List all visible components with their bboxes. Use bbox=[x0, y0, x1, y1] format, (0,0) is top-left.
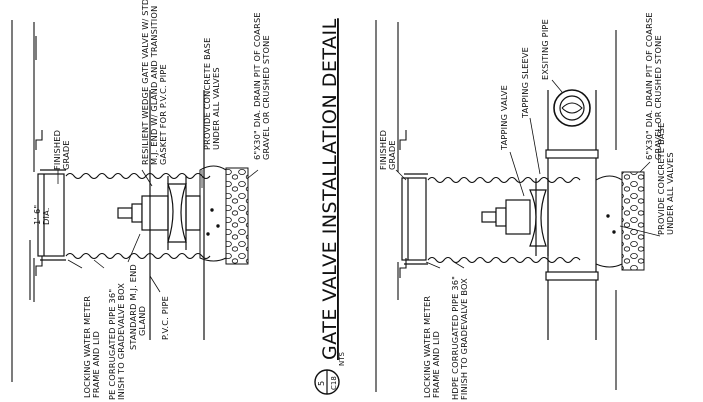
right-drain-pit-gravel bbox=[621, 171, 645, 271]
left-corr-pipe-label: PE CORRUGATED PIPE 36"INISH TO GRADEVALV… bbox=[107, 283, 126, 400]
left-mj-end-label: STANDARD M.J. ENDGLAND bbox=[128, 264, 147, 350]
right-corr-pipe-label: HDPE CORRUGATED PIPE 36"FINISH TO GRADEV… bbox=[450, 276, 469, 400]
right-tapping-valve bbox=[481, 178, 549, 256]
left-gate-valve-label: RESILIENT WEDGE GATE VALVE W/ STDM.J. EN… bbox=[140, 0, 168, 165]
right-finished-grade-label: FINISHEDGRADE bbox=[378, 130, 397, 170]
detail-sheet: C18 bbox=[330, 376, 338, 390]
title-block: 5 C18 NTS GATE VALVE INSTALLATION DETAIL bbox=[314, 18, 346, 395]
left-concrete-base-label: PROVIDE CONCRETE BASEUNDER ALL VALVES bbox=[202, 38, 221, 150]
right-leaders bbox=[395, 79, 661, 269]
right-grade-lines bbox=[375, 20, 407, 392]
right-corrugated-pipe bbox=[427, 176, 581, 264]
tapping-sleeve-label: TAPPING SLEEVE bbox=[520, 47, 530, 119]
left-labels: FINISHEDGRADE 1'-6"DIA. RESILIENT WEDGE … bbox=[32, 0, 271, 400]
right-drain-pit-label: 6"X30" DIA. DRAIN PIT OF COARSEGRAVEL OR… bbox=[644, 12, 663, 160]
existing-pipe-section bbox=[553, 89, 591, 127]
left-gate-valve bbox=[117, 176, 201, 250]
right-concrete-base-label: PROVIDE CONCRETE BASEUNDER ALL VALVES bbox=[656, 123, 675, 235]
detail-number: 5 bbox=[316, 381, 326, 386]
right-concrete-base bbox=[595, 175, 623, 268]
left-finished-grade-label: FINISHEDGRADE bbox=[52, 130, 71, 170]
tapping-valve-label: TAPPING VALVE bbox=[499, 85, 509, 151]
left-grade-lines bbox=[11, 20, 43, 382]
left-drain-pit-gravel bbox=[225, 167, 249, 265]
right-labels: FINISHEDGRADE TAPPING VALVE TAPPING SLEE… bbox=[378, 12, 675, 400]
left-pvc-pipe bbox=[149, 90, 205, 340]
right-meter-frame bbox=[401, 173, 428, 265]
left-meter-frame bbox=[37, 169, 66, 261]
left-dim-label: 1'-6"DIA. bbox=[32, 205, 51, 225]
existing-pipe-label: EXSITING PIPE bbox=[540, 19, 550, 80]
scale-label: NTS bbox=[338, 351, 346, 366]
left-meter-frame-label: LOCKING WATER METERFRAME AND LID bbox=[82, 296, 101, 398]
left-detail: FINISHEDGRADE 1'-6"DIA. RESILIENT WEDGE … bbox=[11, 0, 271, 400]
left-leaders bbox=[57, 169, 259, 293]
right-existing-pipe bbox=[545, 89, 599, 340]
detail-title: GATE VALVE INSTALLATION DETAIL bbox=[319, 18, 341, 360]
right-detail: FINISHEDGRADE TAPPING VALVE TAPPING SLEE… bbox=[375, 12, 675, 400]
left-drain-pit-label: 6"X30" DIA. DRAIN PIT OF COARSEGRAVEL OR… bbox=[252, 12, 271, 160]
left-pvc-pipe-label: P.V.C. PIPE bbox=[160, 296, 170, 340]
right-meter-frame-label: LOCKING WATER METERFRAME AND LID bbox=[422, 296, 441, 398]
